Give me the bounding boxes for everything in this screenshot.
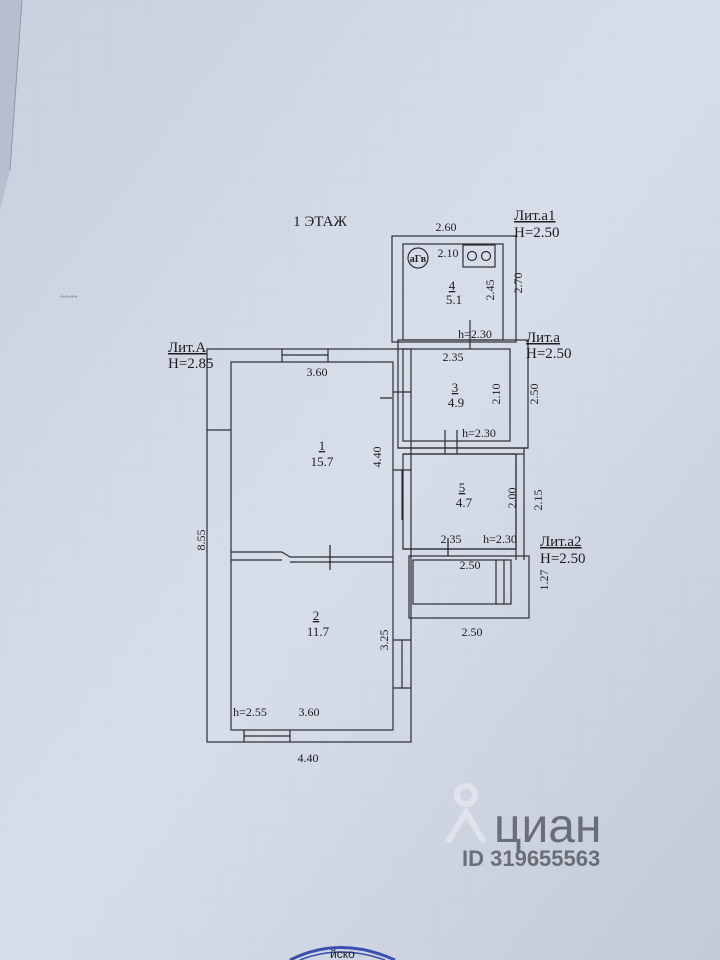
floor-title: 1 ЭТАЖ bbox=[293, 214, 347, 230]
dim-room3-ceiling: h=2.30 bbox=[462, 426, 496, 440]
block-label-lit-a1: Лит.а1 Н=2.50 bbox=[514, 208, 560, 241]
dim-room2-ceiling: h=2.55 bbox=[233, 705, 267, 719]
sheet-edge-shadow bbox=[0, 0, 22, 210]
dim-top-a1: 2.60 bbox=[436, 220, 457, 234]
lit-A-height: Н=2.85 bbox=[168, 356, 214, 372]
room-5-number: 5 bbox=[459, 480, 466, 495]
room-1-number: 1 bbox=[319, 438, 326, 453]
sheet-edge-line bbox=[9, 0, 23, 171]
lit-a1-height: Н=2.50 bbox=[514, 225, 560, 241]
cian-watermark: циан ID 319655563 bbox=[445, 783, 602, 871]
room-1-area: 15.7 bbox=[311, 454, 334, 469]
room-3-area: 4.9 bbox=[448, 395, 464, 410]
dim-inner-a1: 2.10 bbox=[438, 246, 459, 260]
cian-brand: циан bbox=[494, 800, 602, 853]
dim-house-depth: 8.55 bbox=[194, 530, 208, 551]
dim-room5-depth: 2.00 bbox=[505, 488, 519, 509]
dim-room5-ceiling: h=2.30 bbox=[483, 532, 517, 546]
dim-lit-a-depth: 2.50 bbox=[527, 384, 541, 405]
stamp-seal: йско bbox=[289, 946, 396, 960]
lit-a1-name: Лит.а1 bbox=[514, 208, 556, 224]
gas-boiler-icon bbox=[407, 247, 429, 269]
room-2-number: 2 bbox=[313, 608, 320, 623]
dim-a2-outer: 2.50 bbox=[462, 625, 483, 639]
dim-a2-inner: 2.50 bbox=[460, 558, 481, 572]
stamp-text: йско bbox=[330, 947, 355, 960]
lit-a2-height: Н=2.50 bbox=[540, 551, 586, 567]
dim-room2-width: 3.60 bbox=[299, 705, 320, 719]
dim-room3-width: 2.35 bbox=[443, 350, 464, 364]
block-label-lit-A: Лит.А Н=2.85 bbox=[168, 340, 214, 372]
dim-a1-ceiling: h=2.30 bbox=[458, 327, 492, 341]
block-label-lit-a: Лит.а Н=2.50 bbox=[526, 330, 572, 362]
faint-background-mark: ~~~ bbox=[60, 291, 78, 303]
room-2-area: 11.7 bbox=[307, 624, 330, 639]
dim-a1-depth-outer: 2.70 bbox=[511, 273, 525, 294]
dim-room2-depth: 3.25 bbox=[377, 630, 391, 651]
room-4-number: 4 bbox=[449, 278, 456, 293]
cian-logo-icon bbox=[445, 783, 487, 844]
lit-a2-name: Лит.а2 bbox=[540, 534, 582, 550]
dim-a2-depth: 1.27 bbox=[537, 570, 551, 591]
dim-house-width: 4.40 bbox=[298, 751, 319, 765]
dim-a1-depth-inner: 2.45 bbox=[483, 280, 497, 301]
plan-walls bbox=[206, 235, 530, 743]
lit-A-name: Лит.А bbox=[168, 340, 206, 356]
dim-room5-width: 2.35 bbox=[441, 532, 462, 546]
door-ticks bbox=[329, 397, 449, 570]
dim-room1-width: 3.60 bbox=[307, 365, 328, 379]
block-label-lit-a2: Лит.а2 Н=2.50 bbox=[540, 534, 586, 567]
room-4-area: 5.1 bbox=[446, 292, 462, 307]
gas-symbol-label: аГв bbox=[410, 254, 427, 265]
dim-room1-depth: 4.40 bbox=[370, 447, 384, 468]
cian-id: ID 319655563 bbox=[462, 846, 600, 871]
dim-lit-a-right: 2.15 bbox=[531, 490, 545, 511]
room-5-area: 4.7 bbox=[456, 495, 473, 510]
room-3-number: 3 bbox=[452, 380, 459, 395]
dim-room3-depth: 2.10 bbox=[489, 384, 503, 405]
lit-a-name: Лит.а bbox=[526, 330, 560, 346]
lit-a-height: Н=2.50 bbox=[526, 346, 572, 362]
